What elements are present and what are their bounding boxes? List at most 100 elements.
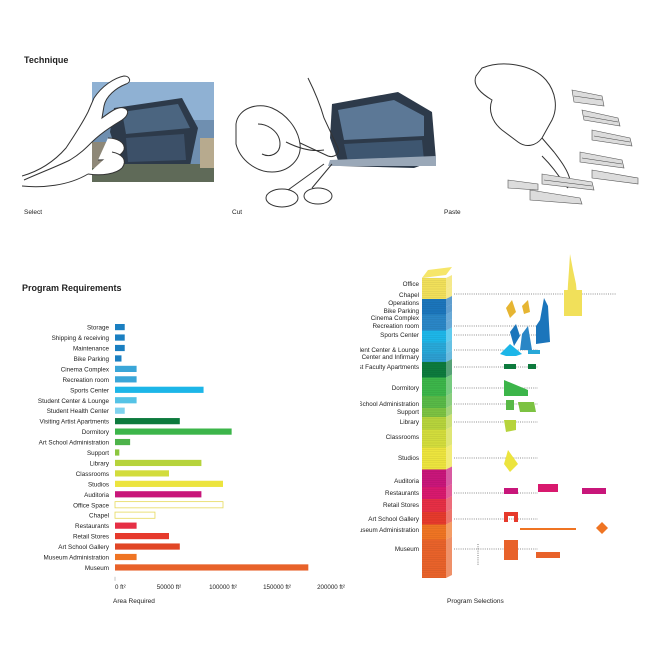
x-tick-label: 50000 ft² — [157, 584, 181, 591]
select-caption: Select — [24, 209, 43, 216]
stack-block — [422, 499, 446, 512]
bar-label: Support — [87, 450, 109, 457]
chapel-shape — [506, 300, 516, 318]
bar — [114, 511, 156, 519]
bar — [115, 438, 131, 446]
stack-block-side — [446, 304, 452, 315]
bar-label: Restaurants — [75, 523, 109, 530]
selection-label: Chapel — [399, 292, 419, 299]
stack-block — [422, 307, 446, 315]
chapel-shape — [522, 300, 530, 314]
gallery-shape — [504, 512, 518, 522]
selection-label: Student Health Center and Infirmary — [360, 354, 420, 361]
bar-label: Cinema Complex — [61, 366, 110, 373]
stack-block — [422, 322, 446, 331]
x-tick-label: 100000 ft² — [209, 584, 237, 591]
studios-shape — [504, 450, 518, 472]
bar-label: Classrooms — [76, 471, 109, 478]
stack-block — [422, 447, 446, 470]
restaurant-shape — [538, 484, 558, 492]
selection-label: Student Center & Lounge — [360, 347, 419, 354]
bar — [115, 428, 232, 435]
selection-label: Retail Stores — [383, 502, 419, 509]
student-center-shape — [528, 350, 540, 354]
dormitory-shape — [504, 380, 528, 396]
bar-label: Chapel — [89, 513, 109, 520]
selection-label: Museum Administration — [360, 527, 419, 534]
stack-block-side — [446, 414, 452, 430]
bar-label: Auditoria — [84, 492, 109, 499]
stack-block-side — [446, 405, 452, 417]
bar — [115, 344, 125, 352]
bar-label: Shipping & receiving — [52, 335, 110, 342]
bar — [115, 470, 169, 477]
museum-shape — [536, 552, 560, 558]
bar-label: Dormitory — [82, 429, 110, 436]
stack-block-side — [446, 319, 452, 331]
stack-block — [422, 417, 446, 430]
stack-block-side — [446, 393, 452, 408]
bar — [115, 376, 137, 383]
stack-block — [422, 469, 446, 487]
bar — [115, 397, 137, 404]
bar — [115, 334, 125, 341]
stack-block — [422, 512, 446, 525]
bar-label: Museum — [85, 565, 109, 572]
stack-block — [422, 377, 446, 396]
selection-label: Cinema Complex — [371, 315, 420, 322]
program-selections-caption: Program Selections — [447, 598, 504, 605]
bar — [115, 564, 309, 571]
selection-label: Bike Parking — [384, 308, 420, 315]
stack-block-side — [446, 426, 452, 448]
restaurant-shape — [504, 488, 518, 494]
program-title: Program Requirements — [22, 283, 122, 293]
apartment-shape — [528, 364, 536, 369]
bar-label: Maintenance — [73, 346, 110, 353]
selection-label: Library — [400, 419, 420, 426]
bar-label: Library — [90, 460, 110, 467]
x-tick-label: 0 ft² — [115, 584, 126, 591]
bar — [115, 491, 202, 498]
bar-label: Studios — [88, 481, 109, 488]
stack-block — [422, 429, 446, 448]
selection-label: Auditoria — [394, 478, 419, 485]
stack-block — [422, 278, 446, 290]
select-illustration — [22, 75, 214, 188]
museum-admin-shape — [520, 528, 576, 530]
sports-center-shape — [500, 344, 522, 356]
stack-block — [422, 289, 446, 299]
bar — [115, 355, 122, 362]
selection-label: Art School Administration — [360, 401, 419, 408]
restaurant-shape — [582, 488, 606, 494]
selection-label: Visiting Artist Faculty Apartments — [360, 364, 419, 371]
selection-label: Studios — [398, 455, 419, 462]
stack-block — [422, 362, 446, 378]
stack-block-side — [446, 296, 452, 307]
selection-label: Dormitory — [392, 385, 420, 392]
bar — [115, 459, 202, 467]
stack-block — [422, 396, 446, 408]
paste-hand-outline — [474, 63, 556, 146]
bar — [115, 365, 137, 372]
bar-label: Bike Parking — [74, 356, 110, 363]
stack-block-side — [446, 327, 452, 343]
hand-outline — [22, 75, 131, 181]
stack-block — [422, 487, 446, 499]
selection-label: Classrooms — [386, 434, 419, 441]
stack-block-side — [446, 444, 452, 470]
selection-label: Support — [397, 409, 419, 416]
bar-label: Visiting Artist Apartments — [39, 419, 109, 426]
bar-label: Storage — [87, 325, 110, 332]
bar — [115, 407, 125, 414]
selection-label: Operations — [388, 300, 419, 307]
bar-label: Art School Gallery — [58, 544, 110, 551]
bar-label: Art School Administration — [39, 440, 110, 447]
bar — [115, 553, 137, 561]
stack-block — [422, 299, 446, 307]
program-silhouettes — [500, 254, 608, 560]
recreation-shape — [520, 326, 532, 350]
stack-block-side — [446, 311, 452, 322]
bar-label: Recreation room — [62, 377, 109, 384]
x-tick-label: 150000 ft² — [263, 584, 291, 591]
